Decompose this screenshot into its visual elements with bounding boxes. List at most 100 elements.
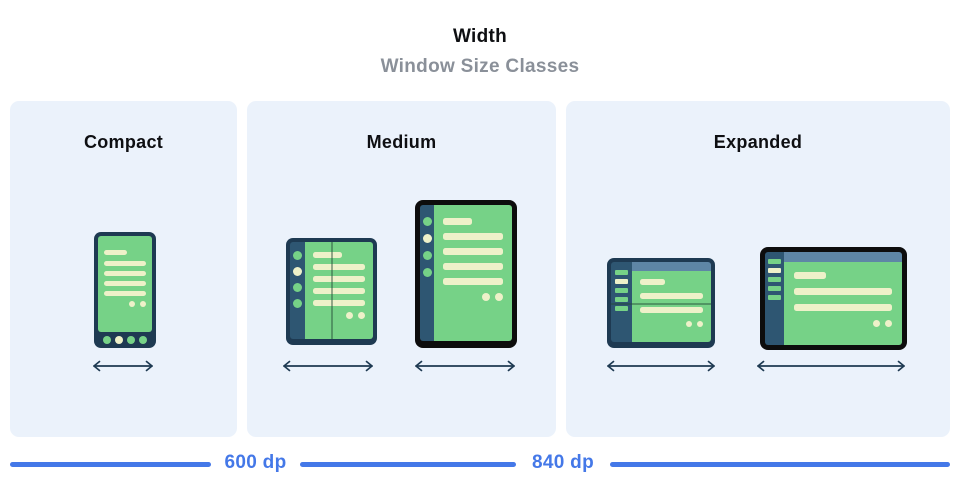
nav-rail-dot (293, 283, 302, 292)
app-screen (305, 242, 373, 339)
app-screen (434, 205, 512, 341)
action-dot (140, 301, 146, 307)
action-dot (697, 321, 703, 327)
action-dots (313, 312, 365, 319)
phone-illustration (94, 232, 156, 348)
tablet-display (765, 252, 902, 345)
text-line-skeleton (104, 291, 146, 296)
text-line-skeleton (443, 278, 503, 285)
action-dot (129, 301, 135, 307)
nav-rail (765, 252, 784, 345)
nav-dot (139, 336, 147, 344)
text-line-skeleton (313, 300, 365, 306)
nav-rail-dot (422, 251, 432, 260)
nav-rail-item (768, 286, 781, 291)
app-screen (784, 262, 902, 345)
foldable-landscape-illustration (607, 258, 715, 348)
size-class-panel-compact: Compact (10, 101, 237, 437)
text-line-skeleton (443, 218, 472, 225)
width-arrow-icon (93, 360, 153, 372)
action-dots (104, 301, 146, 307)
hinge-line (330, 242, 333, 339)
nav-rail-dot (422, 234, 432, 243)
width-arrow-icon (283, 360, 373, 372)
width-arrow-icon (607, 360, 715, 372)
text-line-skeleton (640, 279, 666, 285)
tablet-landscape-illustration (760, 247, 907, 350)
panel-label-compact: Compact (83, 132, 164, 152)
text-line-skeleton (794, 272, 827, 279)
nav-rail-item (615, 279, 628, 284)
nav-rail-dot (422, 217, 432, 226)
ruler-line-segment (300, 462, 516, 467)
action-dot (885, 320, 892, 327)
action-dot (358, 312, 365, 319)
page-subtitle: Window Size Classes (380, 56, 580, 77)
ruler-line-segment (610, 462, 950, 467)
text-line-skeleton (640, 307, 703, 313)
breakpoint-label-840dp: 840 dp (532, 452, 594, 473)
phone-screen (98, 236, 152, 332)
text-line-skeleton (104, 261, 146, 266)
ruler-line-segment (10, 462, 211, 467)
action-dot (495, 293, 503, 301)
text-line-skeleton (104, 271, 146, 276)
text-line-skeleton (640, 293, 703, 299)
width-arrow-icon (415, 360, 515, 372)
size-class-panel-expanded: Expanded (566, 101, 950, 437)
app-topbar (784, 252, 902, 262)
text-line-skeleton (104, 250, 128, 255)
breakpoint-label-600dp: 600 dp (224, 452, 287, 473)
action-dot (346, 312, 353, 319)
action-dots (443, 293, 503, 301)
foldable-display (290, 242, 373, 339)
nav-rail (290, 242, 305, 339)
text-line-skeleton (794, 304, 892, 311)
panel-label-medium: Medium (366, 132, 437, 152)
app-main-area (632, 262, 711, 342)
text-line-skeleton (104, 281, 146, 286)
nav-rail (611, 262, 632, 342)
app-topbar (632, 262, 711, 271)
tablet-display (420, 205, 512, 341)
text-line-skeleton (443, 248, 503, 255)
nav-dot (115, 336, 123, 344)
panel-label-expanded: Expanded (713, 132, 803, 152)
phone-nav-bar (98, 332, 152, 348)
action-dot (482, 293, 490, 301)
text-line-skeleton (313, 276, 365, 282)
action-dots (640, 321, 703, 327)
nav-rail (420, 205, 434, 341)
action-dot (873, 320, 880, 327)
text-line-skeleton (313, 252, 342, 258)
foldable-portrait-illustration (286, 238, 377, 345)
text-line-skeleton (443, 263, 503, 270)
nav-rail-item (615, 288, 628, 293)
nav-rail-item (615, 306, 628, 311)
header: Width Window Size Classes (0, 26, 960, 78)
action-dots (794, 320, 892, 327)
app-screen (632, 271, 711, 342)
nav-rail-item (768, 277, 781, 282)
foldable-display (611, 262, 711, 342)
action-dot (686, 321, 692, 327)
nav-rail-dot (422, 268, 432, 277)
nav-dot (103, 336, 111, 344)
nav-rail-item (768, 259, 781, 264)
app-main-area (784, 252, 902, 345)
text-line-skeleton (794, 288, 892, 295)
nav-rail-item (615, 270, 628, 275)
nav-rail-item (768, 295, 781, 300)
text-line-skeleton (313, 264, 365, 270)
page-title: Width (452, 26, 508, 47)
nav-rail-dot (293, 267, 302, 276)
nav-dot (127, 336, 135, 344)
size-class-panel-medium: Medium (247, 101, 556, 437)
hinge-line (611, 303, 711, 305)
width-arrow-icon (757, 360, 905, 372)
nav-rail-item (615, 297, 628, 302)
text-line-skeleton (443, 233, 503, 240)
text-line-skeleton (313, 288, 365, 294)
nav-rail-dot (293, 299, 302, 308)
